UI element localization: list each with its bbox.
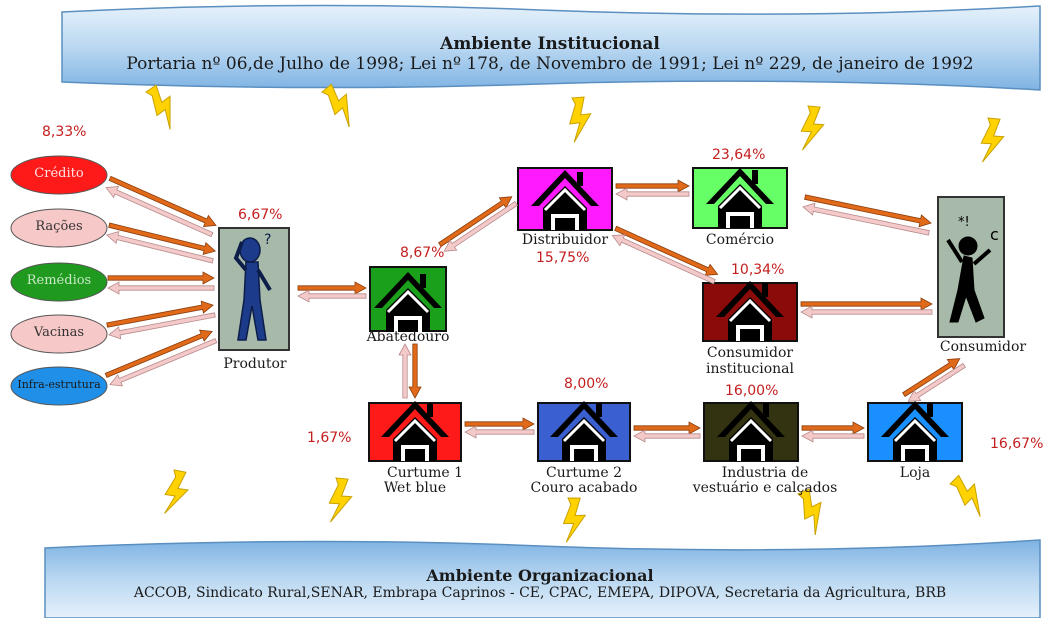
inputs-percent: 8,33% xyxy=(42,124,87,140)
flow-arrow-forward xyxy=(800,297,933,311)
industria-percent: 16,00% xyxy=(725,383,779,399)
flow-arrow-backward xyxy=(109,338,218,387)
lightning-icon xyxy=(158,467,194,519)
institutional-banner-shape xyxy=(61,4,1041,91)
flow-arrow-forward xyxy=(902,358,961,398)
curtume1-label-1: Curtume 1 xyxy=(387,465,463,481)
lightning-icon xyxy=(559,495,589,546)
flow-arrow-backward xyxy=(107,281,215,295)
flow-arrow-forward xyxy=(108,175,217,227)
flow-arrow-forward xyxy=(108,222,217,255)
thinking-person-icon: ? xyxy=(233,232,272,341)
flow-arrow-backward xyxy=(801,429,865,443)
distribuidor-percent: 15,75% xyxy=(536,250,590,266)
flow-arrow-forward xyxy=(408,343,422,399)
lightning-icon xyxy=(567,95,593,145)
flow-arrow-backward xyxy=(105,186,214,238)
consumidor-inst-percent: 10,34% xyxy=(731,262,785,278)
flow-arrow-backward xyxy=(907,362,966,402)
flow-arrow-forward xyxy=(107,271,215,285)
flow-arrow-forward xyxy=(464,417,535,431)
organizational-banner-shape xyxy=(44,539,1041,618)
produtor-percent: 6,67% xyxy=(238,207,283,223)
consumidor-inst-label-1: Consumidor xyxy=(706,345,794,361)
input-label-remedios: Remédios xyxy=(26,273,92,288)
curtume2-label-2: Couro acabado xyxy=(530,480,638,496)
curtume1-percent: 1,67% xyxy=(307,430,352,446)
lightning-icon xyxy=(796,103,829,155)
flow-arrow-forward xyxy=(297,281,367,295)
curtume1-label-2: Wet blue xyxy=(383,480,447,496)
flow-arrow-backward xyxy=(297,289,367,303)
industria-label-2: vestuário e calçados xyxy=(692,480,838,496)
lightning-icon xyxy=(976,115,1009,167)
loja-label: Loja xyxy=(899,465,931,481)
flow-arrow-forward xyxy=(106,300,214,328)
consumidor-label: Consumidor xyxy=(939,339,1027,355)
institutional-banner: Ambiente Institucional Portaria nº 06,de… xyxy=(60,34,1040,74)
comercio-percent: 23,64% xyxy=(712,147,766,163)
organizational-subtitle: ACCOB, Sindicato Rural,SENAR, Embrapa Ca… xyxy=(133,585,947,601)
input-label-infra: Infra-estrutura xyxy=(17,378,101,391)
consumidor-figure-box xyxy=(937,196,1005,338)
excited-person-icon: *! ☆ c xyxy=(946,215,999,323)
produtor-label: Produtor xyxy=(223,356,287,372)
input-oval-credito xyxy=(10,155,108,195)
svg-text:?: ? xyxy=(264,232,271,248)
flow-arrow-backward xyxy=(443,200,518,252)
input-oval-remedios xyxy=(10,262,108,302)
curtume2-label-1: Curtume 2 xyxy=(546,465,622,481)
flow-arrow-backward xyxy=(398,343,412,399)
flow-arrows xyxy=(104,175,966,443)
abatedouro-label: Abatedouro xyxy=(366,329,450,345)
flow-arrow-backward xyxy=(615,187,690,201)
abatedouro-percent: 8,67% xyxy=(400,245,445,261)
industria-label-1: Industria de xyxy=(721,465,809,481)
flow-arrow-forward xyxy=(104,329,213,378)
flow-arrow-forward xyxy=(615,179,690,193)
svg-text:*!: *! xyxy=(958,215,970,230)
flow-arrow-forward xyxy=(614,225,719,276)
flow-arrow-backward xyxy=(802,202,930,236)
loja-percent: 16,67% xyxy=(990,436,1044,452)
organizational-title: Ambiente Organizacional xyxy=(426,566,654,585)
flow-arrow-backward xyxy=(108,312,216,340)
flow-arrow-backward xyxy=(800,305,933,319)
input-label-racoes: Rações xyxy=(35,219,83,234)
curtume2-percent: 8,00% xyxy=(564,376,609,392)
flow-arrow-forward xyxy=(804,194,932,228)
flow-arrow-forward xyxy=(633,421,701,435)
institutional-title: Ambiente Institucional xyxy=(440,34,660,54)
input-label-vacinas: Vacinas xyxy=(33,325,85,340)
flow-arrow-backward xyxy=(611,234,716,285)
lightning-icon xyxy=(144,81,184,133)
svg-text:c: c xyxy=(990,225,999,244)
flow-arrow-backward xyxy=(633,429,701,443)
lightning-icon xyxy=(324,475,357,527)
input-oval-racoes xyxy=(10,208,108,248)
flow-arrow-backward xyxy=(105,231,214,264)
flow-arrow-forward xyxy=(438,196,513,248)
input-oval-infra xyxy=(10,366,108,406)
input-label-credito: Crédito xyxy=(34,166,84,181)
comercio-label: Comércio xyxy=(705,232,775,248)
distribuidor-label: Distribuidor xyxy=(521,232,609,248)
flow-arrow-backward xyxy=(464,425,535,439)
institutional-subtitle: Portaria nº 06,de Julho de 1998; Lei nº … xyxy=(126,54,974,74)
organizational-banner: Ambiente Organizacional ACCOB, Sindicato… xyxy=(40,566,1040,601)
flow-arrow-forward xyxy=(801,421,865,435)
input-oval-vacinas xyxy=(10,314,108,354)
consumidor-inst-label-2: institucional xyxy=(705,361,794,377)
